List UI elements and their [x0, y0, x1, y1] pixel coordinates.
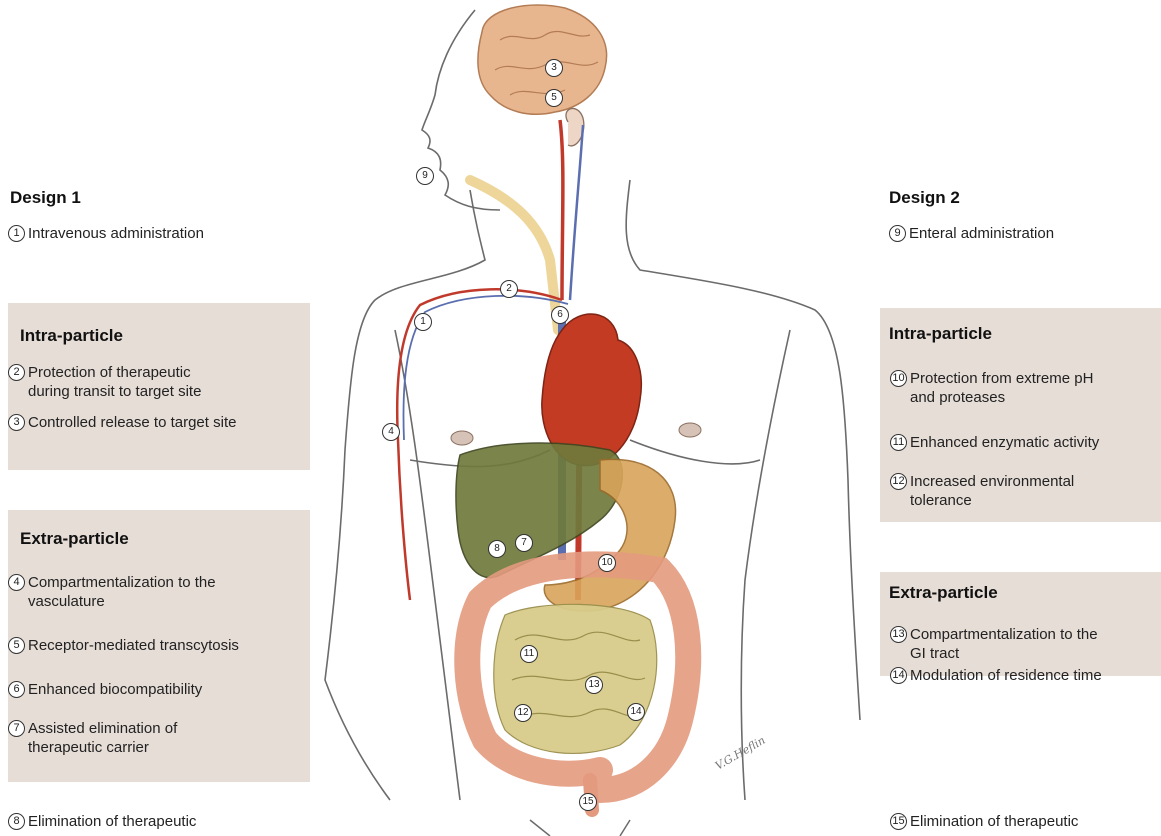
item-text: Receptor-mediated transcytosis — [28, 636, 239, 655]
number-badge: 8 — [8, 813, 25, 830]
item-text-line-1: Compartmentalization to the — [910, 625, 1098, 644]
item-text: Elimination of therapeutic — [910, 812, 1078, 831]
right-intra-item-11: 11 Enhanced enzymatic activity — [890, 433, 1161, 453]
left-intra-item-2: 2 Protection of therapeutic during trans… — [8, 363, 308, 403]
right-extra-item-14: 14 Modulation of residence time — [890, 666, 1161, 686]
number-badge: 14 — [890, 667, 907, 684]
left-intra-panel: Intra-particle 2 Protection of therapeut… — [8, 303, 310, 470]
marker-8: 8 — [488, 540, 506, 558]
item-text-line-2: during transit to target site — [28, 382, 201, 401]
number-badge: 15 — [890, 813, 907, 830]
right-extra-panel: Extra-particle 13 Compartmentalization t… — [880, 572, 1161, 676]
item-text-line-2: and proteases — [910, 388, 1005, 407]
item-text-line-1: Increased environmental — [910, 472, 1074, 491]
design-1-title: Design 1 — [10, 188, 81, 208]
item-text-line-1: Protection from extreme pH — [910, 369, 1093, 388]
left-extra-title: Extra-particle — [20, 529, 129, 549]
marker-1: 1 — [414, 313, 432, 331]
marker-12: 12 — [514, 704, 532, 722]
number-badge: 4 — [8, 574, 25, 591]
number-badge: 10 — [890, 370, 907, 387]
item-text: Modulation of residence time — [910, 666, 1102, 685]
item-text-line-1: Compartmentalization to the — [28, 573, 216, 592]
item-text-line-2: vasculature — [28, 592, 105, 611]
artist-signature: V.G.Heflin — [713, 734, 768, 773]
carotid-artery — [560, 120, 563, 300]
marker-3: 3 — [545, 59, 563, 77]
design-2-title: Design 2 — [889, 188, 960, 208]
item-text: Enhanced biocompatibility — [28, 680, 202, 699]
marker-10: 10 — [598, 554, 616, 572]
left-intra-item-3: 3 Controlled release to target site — [8, 413, 308, 433]
item-text: Intravenous administration — [28, 224, 204, 243]
marker-2: 2 — [500, 280, 518, 298]
number-badge: 13 — [890, 626, 907, 643]
item-text-line-1: Assisted elimination of — [28, 719, 177, 738]
marker-4: 4 — [382, 423, 400, 441]
right-nipple — [679, 423, 701, 437]
number-badge: 9 — [889, 225, 906, 242]
marker-13: 13 — [585, 676, 603, 694]
number-badge: 12 — [890, 473, 907, 490]
right-intra-panel: Intra-particle 10 Protection from extrem… — [880, 308, 1161, 522]
left-extra-item-4: 4 Compartmentalization to the vasculatur… — [8, 573, 308, 613]
item-text: Elimination of therapeutic — [28, 812, 196, 831]
brain — [478, 5, 607, 114]
item-text: Controlled release to target site — [28, 413, 236, 432]
number-badge: 3 — [8, 414, 25, 431]
number-badge: 1 — [8, 225, 25, 242]
item-text-line-2: GI tract — [910, 644, 959, 663]
right-extra-item-13: 13 Compartmentalization to the GI tract — [890, 625, 1161, 665]
human-anatomy-illustration: V.G.Heflin — [300, 0, 880, 836]
right-extra-title: Extra-particle — [889, 583, 998, 603]
marker-15: 15 — [579, 793, 597, 811]
left-intra-title: Intra-particle — [20, 326, 123, 346]
right-intra-item-10: 10 Protection from extreme pH and protea… — [890, 369, 1161, 409]
left-nipple — [451, 431, 473, 445]
number-badge: 11 — [890, 434, 907, 451]
left-extra-item-6: 6 Enhanced biocompatibility — [8, 680, 308, 700]
item-text-line-2: therapeutic carrier — [28, 738, 149, 757]
left-extra-panel: Extra-particle 4 Compartmentalization to… — [8, 510, 310, 782]
right-intra-title: Intra-particle — [889, 324, 992, 344]
left-extra-item-5: 5 Receptor-mediated transcytosis — [8, 636, 308, 656]
item-text-line-2: tolerance — [910, 491, 972, 510]
marker-9: 9 — [416, 167, 434, 185]
route-item-9: 9 Enteral administration — [889, 224, 1159, 244]
number-badge: 2 — [8, 364, 25, 381]
marker-6: 6 — [551, 306, 569, 324]
item-text: Enteral administration — [909, 224, 1054, 243]
number-badge: 5 — [8, 637, 25, 654]
right-elimination-item-15: 15 Elimination of therapeutic — [890, 812, 1161, 832]
right-intra-item-12: 12 Increased environmental tolerance — [890, 472, 1161, 512]
marker-11: 11 — [520, 645, 538, 663]
marker-14: 14 — [627, 703, 645, 721]
item-text: Enhanced enzymatic activity — [910, 433, 1099, 452]
marker-5: 5 — [545, 89, 563, 107]
number-badge: 6 — [8, 681, 25, 698]
left-elimination-item-8: 8 Elimination of therapeutic — [8, 812, 308, 832]
marker-7: 7 — [515, 534, 533, 552]
jugular-vein — [570, 125, 583, 300]
number-badge: 7 — [8, 720, 25, 737]
item-text-line-1: Protection of therapeutic — [28, 363, 191, 382]
left-extra-item-7: 7 Assisted elimination of therapeutic ca… — [8, 719, 308, 759]
